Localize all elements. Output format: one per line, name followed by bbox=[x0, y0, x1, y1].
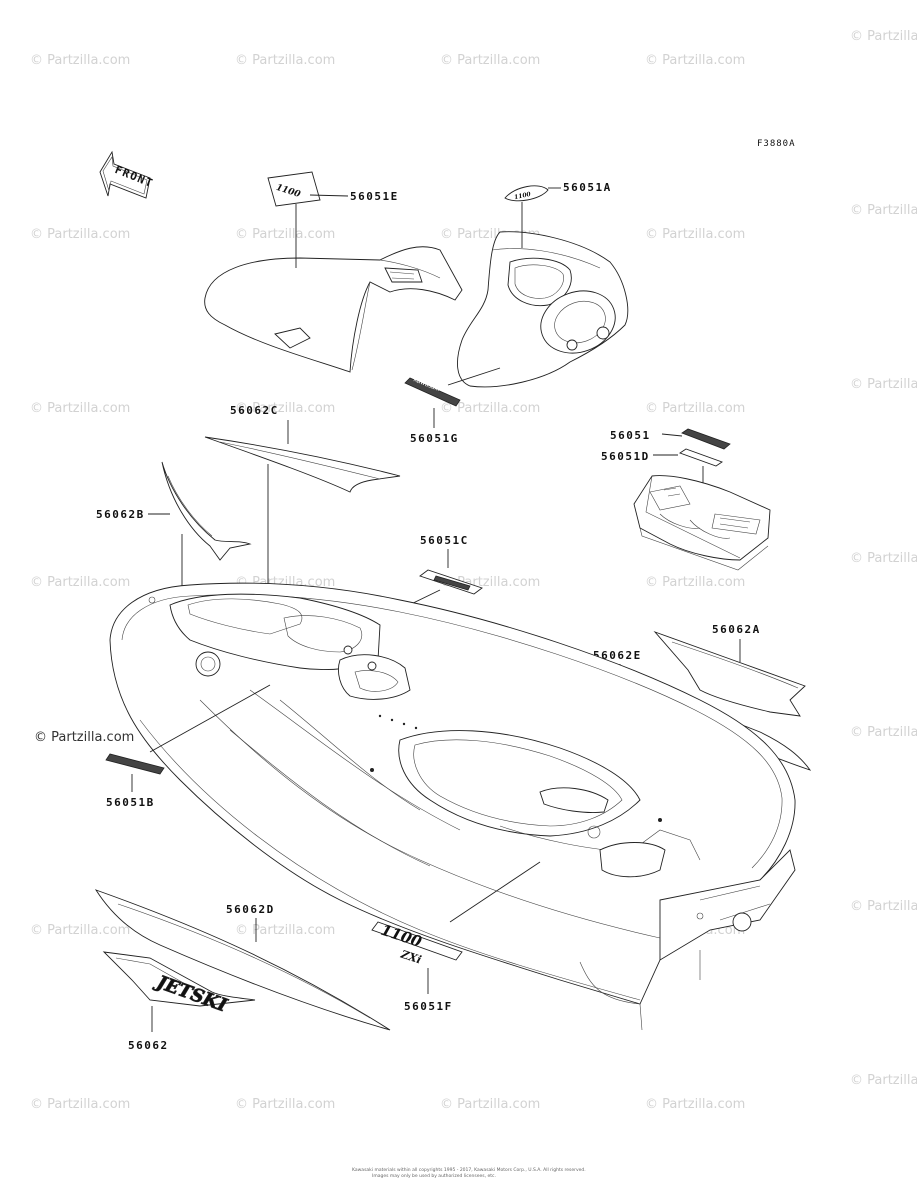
watermark: © Partzilla.com bbox=[235, 53, 335, 68]
label-56062A: 56062A bbox=[712, 623, 761, 636]
watermark-dark: © Partzilla.com bbox=[34, 730, 134, 745]
hull-drawing bbox=[109, 582, 796, 1031]
watermark: © Partzilla.com bbox=[850, 377, 917, 392]
footer-copyright: Kawasaki materials within all copyrights… bbox=[352, 1167, 586, 1173]
decal-56062D-icon bbox=[94, 889, 391, 1031]
label-56051A: 56051A bbox=[563, 181, 612, 194]
watermark: © Partzilla.com bbox=[850, 551, 917, 566]
watermark: © Partzilla.com bbox=[440, 401, 540, 416]
watermark: © Partzilla.com bbox=[645, 401, 745, 416]
decal-56062B-icon bbox=[161, 461, 252, 561]
decal-56062A-icon bbox=[653, 631, 806, 717]
watermark: © Partzilla.com bbox=[850, 899, 917, 914]
watermark: © Partzilla.com bbox=[30, 401, 130, 416]
watermark: © Partzilla.com bbox=[235, 923, 335, 938]
watermark: © Partzilla.com bbox=[235, 1097, 335, 1112]
watermark: © Partzilla.com bbox=[850, 1073, 917, 1088]
label-56051G: 56051G bbox=[410, 432, 459, 445]
decal-56051B-icon bbox=[105, 753, 165, 775]
leader-56051E bbox=[309, 194, 349, 197]
watermark: © Partzilla.com bbox=[30, 227, 130, 242]
watermark: © Partzilla.com bbox=[850, 29, 917, 44]
svg-text:1100: 1100 bbox=[514, 191, 533, 201]
label-56051: 56051 bbox=[610, 429, 651, 442]
decal-56051A-icon: 1100 bbox=[504, 185, 549, 201]
watermark: © Partzilla.com bbox=[645, 575, 745, 590]
watermark: © Partzilla.com bbox=[850, 203, 917, 218]
label-56062: 56062 bbox=[128, 1039, 169, 1052]
watermark: © Partzilla.com bbox=[30, 575, 130, 590]
footer-license: Images may only be used by authorized li… bbox=[372, 1173, 496, 1179]
seat-cover-drawing bbox=[204, 246, 463, 373]
engine-hatch-drawing bbox=[633, 475, 771, 571]
watermark: © Partzilla.com bbox=[235, 401, 335, 416]
handlebar-cover-drawing bbox=[457, 231, 629, 388]
label-56051C: 56051C bbox=[420, 534, 469, 547]
figure-code: F3880A bbox=[757, 139, 796, 149]
decal-56051E-icon: 1100 bbox=[267, 171, 321, 207]
watermark: © Partzilla.com bbox=[440, 53, 540, 68]
watermark: © Partzilla.com bbox=[235, 227, 335, 242]
watermark: © Partzilla.com bbox=[850, 725, 917, 740]
watermark: © Partzilla.com bbox=[645, 1097, 745, 1112]
label-56062D: 56062D bbox=[226, 903, 275, 916]
front-arrow-icon: FRONT bbox=[99, 150, 155, 199]
label-56062B: 56062B bbox=[96, 508, 145, 521]
decal-56062C-icon bbox=[204, 436, 401, 493]
label-56051F: 56051F bbox=[404, 1000, 453, 1013]
leader-56051F-up bbox=[449, 861, 541, 923]
leader-56051B-up bbox=[149, 684, 271, 753]
label-56051D: 56051D bbox=[601, 450, 650, 463]
decal-56051G-icon: Kawasaki bbox=[404, 376, 461, 407]
svg-text:ZXi: ZXi bbox=[398, 947, 423, 966]
leader-56051G-up bbox=[447, 367, 501, 386]
label-56062C: 56062C bbox=[230, 404, 279, 417]
svg-text:JETSKI: JETSKI bbox=[151, 971, 230, 1017]
watermark: © Partzilla.com bbox=[30, 53, 130, 68]
watermark: © Partzilla.com bbox=[30, 923, 130, 938]
leader-56051 bbox=[661, 433, 683, 437]
decal-56051-icon bbox=[681, 428, 731, 450]
watermark: © Partzilla.com bbox=[440, 1097, 540, 1112]
label-56051E: 56051E bbox=[350, 190, 399, 203]
decal-56051C-icon bbox=[419, 569, 483, 595]
watermark: © Partzilla.com bbox=[645, 53, 745, 68]
decal-56051D-icon bbox=[679, 448, 723, 467]
label-56051B: 56051B bbox=[106, 796, 155, 809]
watermark: © Partzilla.com bbox=[645, 227, 745, 242]
watermark: © Partzilla.com bbox=[30, 1097, 130, 1112]
